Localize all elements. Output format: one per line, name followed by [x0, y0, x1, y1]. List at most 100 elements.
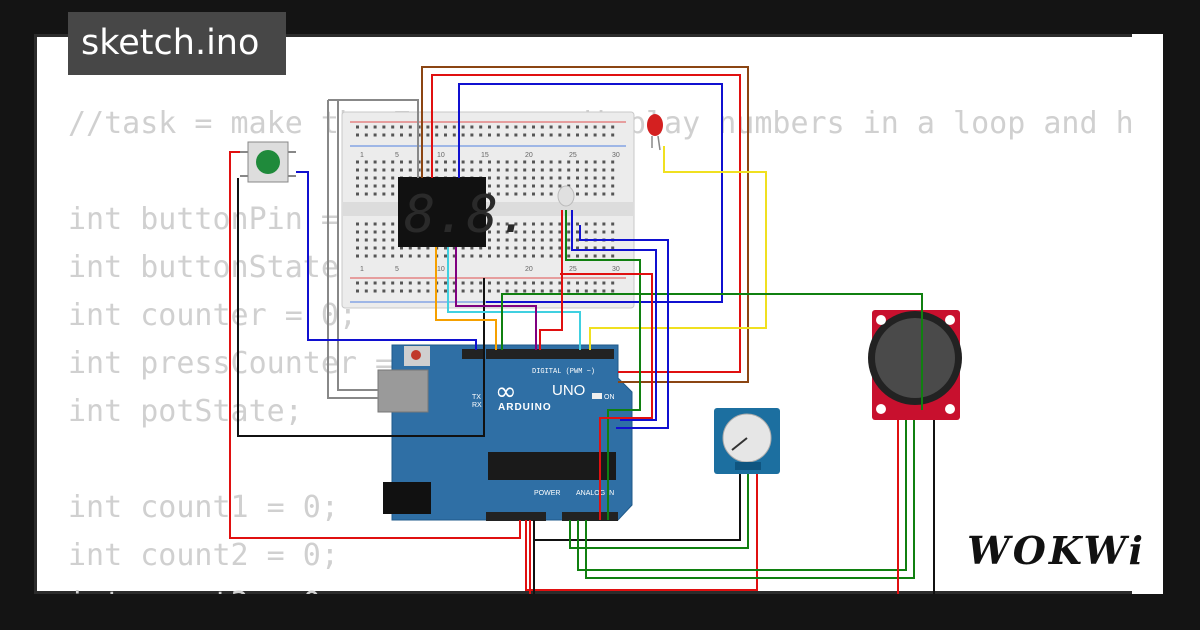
breadboard-hole [391, 230, 395, 234]
frame-bottom-gutter [0, 594, 1200, 630]
wire-red [560, 273, 653, 520]
breadboard-hole [584, 160, 588, 164]
breadboard-hole [576, 184, 579, 188]
breadboard-hole [356, 133, 359, 137]
breadboard-hole [461, 289, 465, 293]
breadboard-hole [461, 168, 465, 172]
breadboard-hole [408, 281, 412, 285]
breadboard-hole [611, 230, 615, 234]
breadboard-hole [584, 192, 588, 196]
breadboard-hole [488, 246, 491, 250]
breadboard-hole [452, 254, 456, 258]
breadboard-hole [461, 246, 465, 250]
breadboard-hole [364, 230, 368, 234]
breadboard-hole [356, 238, 359, 242]
breadboard-hole [558, 254, 562, 258]
breadboard-hole [532, 192, 535, 196]
breadboard-hole [356, 254, 359, 258]
breadboard-hole [558, 160, 562, 164]
breadboard-hole [558, 133, 562, 137]
breadboard-hole [549, 133, 553, 137]
breadboard-hole [514, 238, 518, 242]
board-brand-label: ARDUINO [498, 402, 552, 413]
board-rx-label: RX [472, 402, 482, 409]
wire-purple [455, 247, 537, 350]
breadboard-hole [444, 254, 447, 258]
breadboard-hole [373, 125, 377, 129]
breadboard-hole [417, 160, 421, 164]
breadboard-hole [470, 125, 474, 129]
potentiometer[interactable] [714, 408, 780, 474]
breadboard-hole [532, 176, 535, 180]
breadboard-hole [461, 133, 465, 137]
breadboard-hole [496, 133, 500, 137]
breadboard-hole [496, 230, 500, 234]
breadboard-col-label: 30 [612, 152, 620, 159]
breadboard-hole [576, 222, 579, 226]
breadboard-hole [444, 125, 447, 129]
breadboard-hole [532, 254, 535, 258]
pushbutton[interactable] [240, 141, 296, 183]
breadboard-hole [373, 168, 377, 172]
wire-red [229, 151, 521, 539]
wire-gray [327, 100, 378, 399]
breadboard-hole [488, 254, 491, 258]
breadboard-hole [470, 281, 474, 285]
breadboard-hole [558, 184, 562, 188]
breadboard-hole [514, 222, 518, 226]
breadboard-hole [514, 281, 518, 285]
board-analog-label: ANALOG IN [576, 490, 614, 497]
breadboard-hole [400, 289, 403, 293]
breadboard-hole [540, 289, 544, 293]
breadboard-hole [540, 238, 544, 242]
breadboard-hole [488, 168, 491, 172]
breadboard-hole [611, 281, 615, 285]
breadboard-hole [584, 168, 588, 172]
breadboard-hole [514, 184, 518, 188]
breadboard-col-label: 10 [437, 266, 445, 273]
breadboard-hole [479, 160, 483, 164]
rgb-led[interactable] [557, 185, 575, 207]
breadboard-hole [593, 133, 597, 137]
breadboard-hole [611, 125, 615, 129]
wire-green [577, 420, 907, 571]
breadboard-hole [602, 230, 606, 234]
breadboard-hole [391, 176, 395, 180]
breadboard-col-label: 25 [569, 266, 577, 273]
breadboard-hole [567, 176, 571, 180]
breadboard-col-label: 1 [360, 152, 364, 159]
breadboard-hole [549, 160, 553, 164]
breadboard-hole [382, 289, 386, 293]
red-led[interactable] [647, 114, 663, 151]
breadboard-hole [364, 281, 368, 285]
breadboard-hole [540, 184, 544, 188]
breadboard-hole [514, 168, 518, 172]
breadboard-hole [532, 184, 535, 188]
breadboard-hole [356, 184, 359, 188]
arduino-uno-board[interactable]: ∞ ARDUINO UNO DIGITAL (PWM ~) ON TX RX P… [377, 344, 633, 521]
seven-segment-display[interactable]: 8.8. [398, 177, 529, 247]
breadboard-hole [576, 254, 579, 258]
breadboard-hole [382, 254, 386, 258]
breadboard-hole [452, 160, 456, 164]
breadboard-hole [523, 230, 527, 234]
breadboard-hole [514, 246, 518, 250]
wire-green [569, 474, 749, 549]
breadboard-hole [532, 230, 535, 234]
wire-blue [458, 83, 723, 303]
breadboard-hole [356, 176, 359, 180]
frame-right-margin [1132, 34, 1163, 594]
breadboard-hole [602, 184, 606, 188]
breadboard-hole [435, 160, 439, 164]
joystick[interactable] [868, 310, 962, 420]
breadboard-hole [444, 133, 447, 137]
code-line: int potState; [68, 394, 303, 429]
display-digits: 8.8. [404, 185, 529, 245]
breadboard-hole [391, 133, 395, 137]
breadboard-col-label: 15 [481, 152, 489, 159]
breadboard-hole [558, 222, 562, 226]
file-tab-title[interactable]: sketch.ino [68, 12, 286, 75]
breadboard-hole [558, 176, 562, 180]
breadboard-hole [488, 125, 491, 129]
